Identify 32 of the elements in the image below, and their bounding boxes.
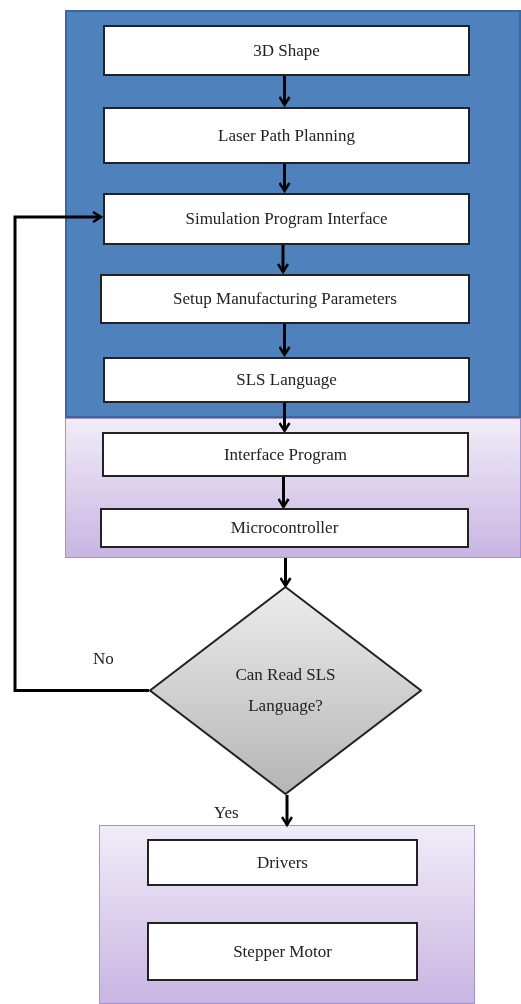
node-text: Laser Path Planning [218,125,355,146]
process-box [100,274,470,324]
node-text: Simulation Program Interface [185,209,388,229]
arrow [277,476,290,509]
process-box [103,193,470,245]
process-box [103,107,470,164]
process-box [102,432,469,477]
process-box [100,508,469,548]
arrow [278,162,291,193]
node-text: Can Read SLS Language? [234,663,337,717]
arrow [278,401,291,433]
arrow [276,243,290,274]
node-text: Microcontroller [230,518,339,538]
node-text: 3D Shape [253,40,320,61]
group-panel [99,825,475,1004]
arrow [279,558,292,588]
process-box [103,357,470,403]
node-text: SLS Language [236,370,337,390]
node-text: Interface Program [223,444,348,465]
process-box [147,839,418,886]
arrow [278,74,291,107]
node-text: Stepper Motor [233,941,332,962]
arrow [278,322,291,357]
node-text: Setup Manufacturing Parameters [173,289,397,309]
process-box [147,922,418,981]
process-box [103,25,470,76]
group-panel [65,418,521,558]
node-text: Drivers [257,852,308,873]
group-panel [65,10,521,418]
arrow [280,795,294,827]
arrow [13,210,149,692]
decision-diamond [149,586,422,795]
